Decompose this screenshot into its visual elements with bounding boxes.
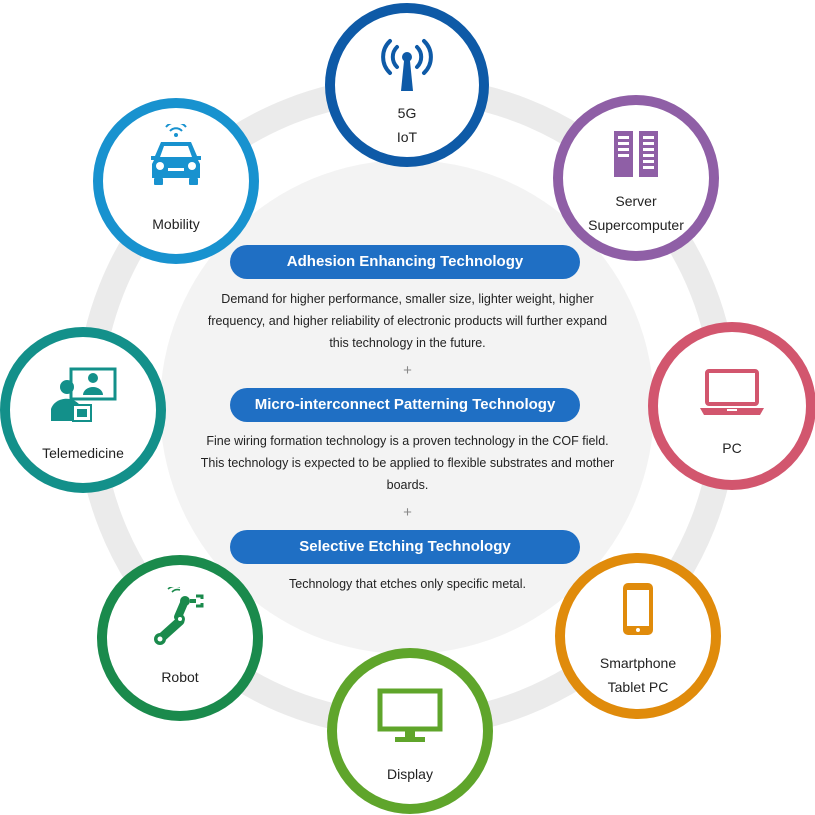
antenna-icon [381,39,433,91]
car-icon [151,124,201,185]
tech-desc-micro-interconnect: Fine wiring formation technology is a pr… [200,434,615,492]
node-mobility: Mobility [93,98,259,264]
node-robot: Robot [97,555,263,721]
smartphone-icon [623,583,653,635]
node-telemedicine: Telemedicine [0,327,166,493]
node-server-supercomputer: Server Supercomputer [553,95,719,261]
node-label: Smartphone Tablet PC [565,651,711,699]
laptop-icon [700,369,764,415]
robot-arm-icon [154,587,204,645]
node-label-line: IoT [396,129,418,145]
node-label: Display [337,762,483,786]
node-label-line: Tablet PC [607,679,669,695]
node-label: Mobility [103,212,249,236]
node-label-line: Mobility [152,216,200,232]
node-label-line: Robot [161,669,199,685]
server-rack-icon [614,131,658,177]
tech-title-adhesion: Adhesion Enhancing Technology [230,245,580,279]
node-5g-iot: 5G IoT [325,3,489,167]
node-label: Telemedicine [10,441,156,465]
node-label-line: Supercomputer [588,217,684,233]
node-display: Display [327,648,493,814]
technology-panel: Adhesion Enhancing Technology Demand for… [160,160,655,655]
node-label-line: PC [722,440,742,456]
plus-separator: + [403,362,412,379]
tech-title-micro-interconnect: Micro-interconnect Patterning Technology [230,388,580,422]
node-label: PC [658,436,806,460]
plus-separator: + [403,504,412,521]
node-label: 5G IoT [335,101,479,149]
node-label-line: Server [615,193,657,209]
node-label-line: Smartphone [599,655,677,671]
node-label: Server Supercomputer [563,189,709,237]
node-smartphone-tablet: Smartphone Tablet PC [555,553,721,719]
tech-title-selective-etching: Selective Etching Technology [230,530,580,564]
tech-desc-adhesion: Demand for higher performance, smaller s… [207,292,608,350]
node-pc: PC [648,322,815,490]
telemedicine-icon [51,367,117,422]
monitor-icon [377,688,443,742]
tech-desc-selective-etching: Technology that etches only specific met… [289,577,526,591]
node-label-line: 5G [397,105,417,121]
node-label-line: Telemedicine [42,445,124,461]
node-label: Robot [107,665,253,689]
node-label-line: Display [387,766,433,782]
